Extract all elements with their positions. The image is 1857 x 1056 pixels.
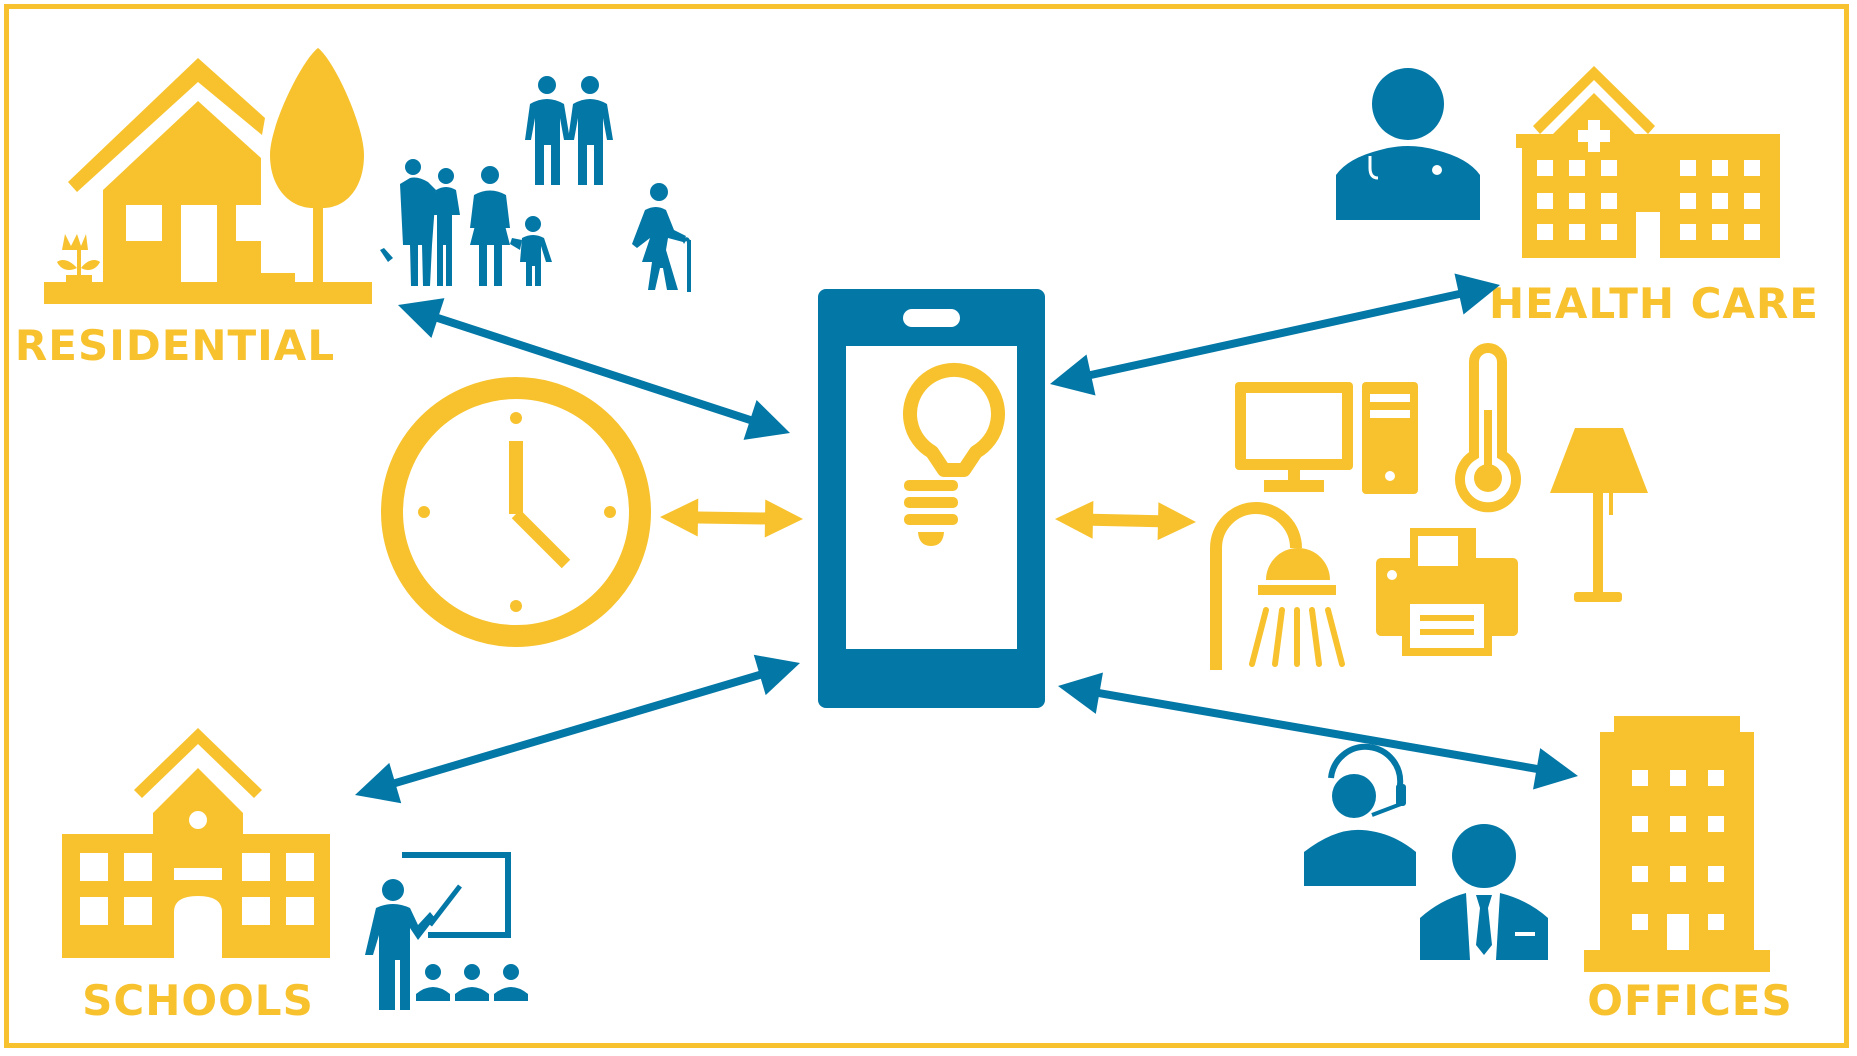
arrowhead-offices xyxy=(1533,748,1578,790)
family-icon xyxy=(380,159,552,286)
lightbulb-icon xyxy=(903,362,1005,546)
arrowhead-appliances xyxy=(1157,502,1196,541)
offices-label: OFFICES xyxy=(1587,976,1792,1025)
arrowhead-clock xyxy=(660,498,699,537)
office-building-icon xyxy=(1584,716,1770,972)
arrow-line-residential xyxy=(428,311,760,427)
arrow-line-offices xyxy=(1090,687,1546,775)
call-center-agent-icon xyxy=(1304,743,1416,886)
house-icon xyxy=(44,58,372,304)
computer-icon xyxy=(1235,382,1418,494)
shower-icon xyxy=(1210,502,1345,670)
school-icon xyxy=(62,728,330,958)
arrowhead-clock-phone-end xyxy=(764,499,803,538)
arrow-line-health-care xyxy=(1081,288,1469,381)
schools-label: SCHOOLS xyxy=(82,976,314,1025)
couple-icon xyxy=(525,76,613,185)
flower-icon xyxy=(57,234,100,283)
arrow-line-schools xyxy=(386,668,769,790)
arrowhead-residential xyxy=(398,298,445,338)
teacher-icon xyxy=(365,852,528,1010)
elderly-person-icon xyxy=(632,183,691,292)
arrowhead-health-care xyxy=(1454,273,1500,315)
arrow-line-clock xyxy=(690,511,773,525)
floor-lamp-icon xyxy=(1550,428,1648,602)
printer-icon xyxy=(1376,528,1518,656)
arrowhead-schools xyxy=(355,762,402,804)
arrowhead-appliances-phone-end xyxy=(1055,500,1094,539)
arrowhead-residential-phone-end xyxy=(743,400,790,440)
thermometer-icon xyxy=(1455,343,1521,513)
residential-label: RESIDENTIAL xyxy=(15,321,335,370)
arrowhead-offices-phone-end xyxy=(1058,672,1103,714)
tree-icon xyxy=(270,48,364,282)
health-care-label: HEALTH CARE xyxy=(1489,279,1819,328)
arrowhead-schools-phone-end xyxy=(753,654,800,696)
doctor-icon xyxy=(1336,68,1480,220)
connection-arrows xyxy=(355,273,1578,804)
businessman-icon xyxy=(1420,824,1548,960)
arrowhead-health-care-phone-end xyxy=(1050,354,1096,396)
hospital-icon xyxy=(1516,66,1780,258)
clock-icon xyxy=(381,377,651,647)
arrow-line-appliances xyxy=(1085,513,1166,528)
